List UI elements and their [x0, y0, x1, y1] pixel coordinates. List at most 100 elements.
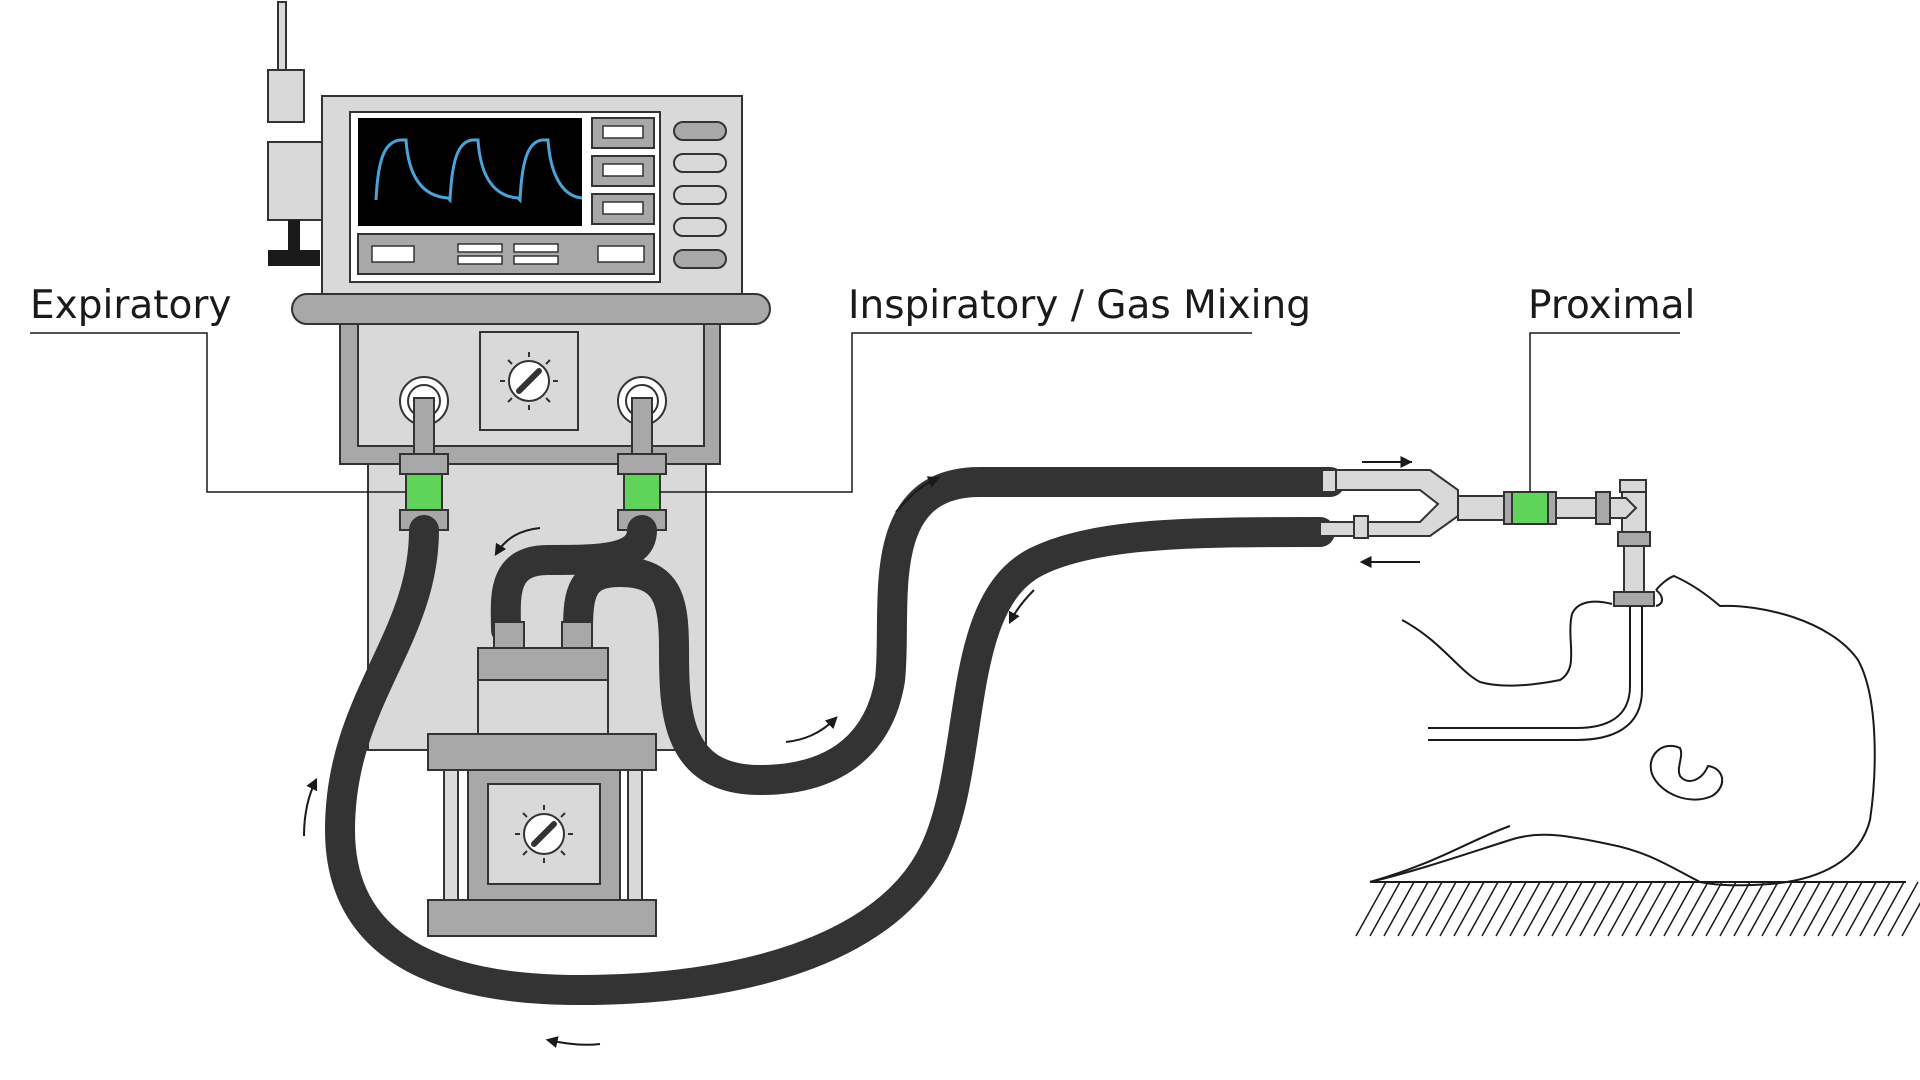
- surface-hatching: [1355, 881, 1920, 937]
- hatch-line: [1775, 881, 1807, 937]
- expiratory-sensor: [405, 473, 443, 511]
- expiratory-leader: [30, 332, 406, 493]
- inspiratory-connector-top: [617, 453, 667, 475]
- ventilator-monitor: [267, 1, 743, 295]
- inspiratory-label: Inspiratory / Gas Mixing: [848, 283, 1311, 328]
- hatch-line: [1425, 881, 1457, 937]
- hatch-line: [1369, 881, 1401, 937]
- status-field-1: [371, 245, 415, 263]
- flow-arrow-icon: [303, 777, 318, 837]
- hatch-line: [1397, 881, 1429, 937]
- t-piece-lower-ring: [1617, 531, 1651, 547]
- humidifier-top-plate: [427, 733, 657, 771]
- status-field-6: [597, 245, 645, 263]
- hatch-line: [1887, 881, 1919, 937]
- hatch-line: [1635, 881, 1667, 937]
- flow-arrow-icon: [494, 527, 541, 557]
- callout-leaders: [30, 332, 1680, 493]
- hatch-line: [1537, 881, 1569, 937]
- hatch-line: [1467, 881, 1499, 937]
- hatch-line: [1355, 881, 1387, 937]
- side-mount-lower: [267, 141, 325, 221]
- flow-arrow-icon: [1008, 589, 1035, 625]
- hatch-line: [1383, 881, 1415, 937]
- pressure-waveform: [374, 138, 583, 204]
- hatch-line: [1901, 902, 1920, 937]
- hatch-line: [1565, 881, 1597, 937]
- hatch-line: [1495, 881, 1527, 937]
- hatch-line: [1789, 881, 1821, 937]
- patient-lip: [1655, 589, 1663, 607]
- dial-knob-icon[interactable]: [515, 805, 573, 863]
- hatch-line: [1803, 881, 1835, 937]
- humidifier-lid: [477, 647, 609, 681]
- y-piece-collar-top: [1321, 469, 1337, 493]
- expiratory-pipe: [413, 397, 435, 457]
- inspiratory-sensor: [623, 473, 661, 511]
- y-piece-collar-bottom: [1353, 515, 1369, 539]
- adapter-ring: [1595, 491, 1611, 525]
- hatch-line: [1453, 881, 1485, 937]
- patient-outline: [1369, 574, 1906, 887]
- proximal-leader: [1529, 332, 1680, 492]
- side-mount-upper: [267, 69, 305, 123]
- hatch-line: [1873, 881, 1905, 937]
- hatch-line: [1551, 881, 1583, 937]
- y-piece: [1319, 469, 1459, 537]
- humidifier-base-plate: [427, 899, 657, 937]
- t-piece-tip: [1609, 497, 1638, 519]
- t-piece-cap: [1619, 479, 1647, 493]
- humidifier-rail-left: [443, 769, 459, 901]
- flow-arrows: [303, 456, 1420, 1048]
- hatch-line: [1677, 881, 1709, 937]
- flow-arrow-icon: [785, 716, 838, 743]
- patient-ear: [1649, 745, 1723, 801]
- hatch-line: [1817, 881, 1849, 937]
- y-piece-stem: [1457, 495, 1509, 521]
- hatch-line: [1523, 881, 1555, 937]
- humidifier-inlet-hose: [490, 515, 657, 645]
- monitor-screen: [358, 118, 582, 226]
- humidifier-unit: [427, 621, 657, 937]
- control-button-2[interactable]: [673, 153, 727, 173]
- humidifier-chamber: [477, 679, 609, 737]
- control-button-5[interactable]: [673, 249, 727, 269]
- proximal-sensor: [1511, 491, 1549, 525]
- status-field-4: [513, 243, 559, 253]
- hatch-line: [1831, 881, 1863, 937]
- t-piece-bottom-ring: [1613, 591, 1655, 607]
- expiratory-label: Expiratory: [30, 283, 232, 328]
- control-button-1[interactable]: [673, 121, 727, 141]
- patient-body: [1369, 825, 1511, 883]
- hatch-line: [1859, 881, 1891, 937]
- control-button-3[interactable]: [673, 185, 727, 205]
- hatch-line: [1747, 881, 1779, 937]
- humidifier-rail-right: [627, 769, 643, 901]
- param-box-1-inner: [602, 125, 644, 139]
- param-box-2-inner: [602, 163, 644, 177]
- hatch-line: [1691, 881, 1723, 937]
- hatch-line: [1719, 881, 1751, 937]
- humidifier-outlet-hose: [563, 467, 1345, 795]
- hatch-line: [1705, 881, 1737, 937]
- hatch-line: [1411, 881, 1443, 937]
- hatch-line: [1481, 881, 1513, 937]
- control-button-4[interactable]: [673, 217, 727, 237]
- status-field-2: [457, 243, 503, 253]
- hatch-line: [1663, 881, 1695, 937]
- hatch-line: [1607, 881, 1639, 937]
- proximal-label: Proximal: [1528, 283, 1695, 328]
- expiratory-hose: [325, 515, 1335, 1005]
- proximal-connector-right: [1547, 491, 1557, 525]
- adapter-tube: [1555, 497, 1597, 519]
- inspiratory-leader: [660, 332, 1252, 493]
- dial-knob-icon[interactable]: [500, 352, 558, 410]
- y-piece-assembly: [1319, 469, 1655, 607]
- hatch-line: [1439, 881, 1471, 937]
- base-shelf: [291, 293, 771, 325]
- hatch-line: [1509, 881, 1541, 937]
- hatch-line: [1761, 881, 1793, 937]
- side-mount-stem: [288, 220, 300, 254]
- expiratory-connector-top: [399, 453, 449, 475]
